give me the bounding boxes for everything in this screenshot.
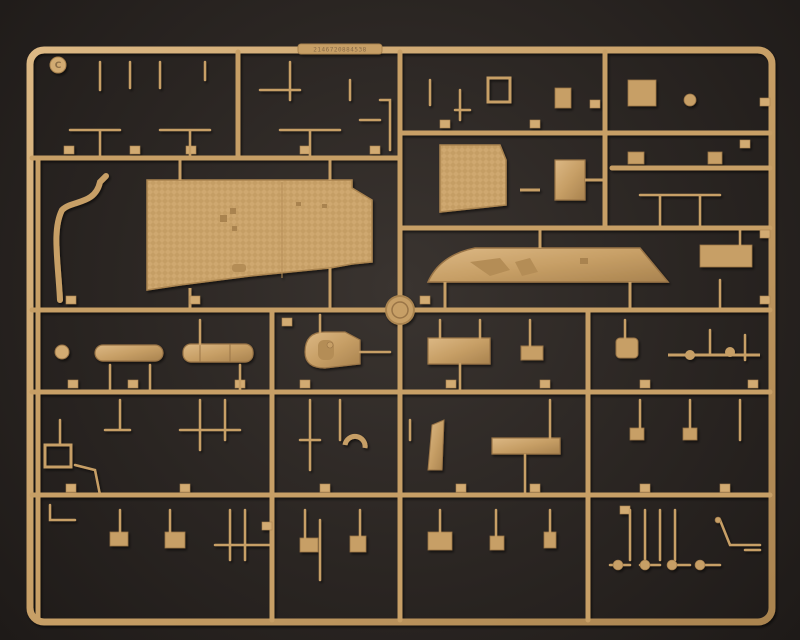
hull-plate [146,179,373,291]
sprue-letter: C [55,61,62,71]
sprue-code-text: 2146720884538 [313,47,366,54]
vertical-runners [35,49,608,623]
small-knobs [326,341,722,571]
connector-gates [48,60,762,582]
part-number-tabs [63,97,771,531]
small-detail-parts [43,76,753,553]
angled-plates [342,419,561,471]
sprue-tree: 2146720884538 C [26,43,776,626]
sprue-code-plate [297,43,383,55]
exhaust-pipe-part [53,173,109,303]
center-hub [385,295,415,325]
hatch-part [439,144,605,213]
oval-part [304,331,361,369]
hull-plate-gates [178,158,332,310]
horizontal-runners [29,130,773,498]
fender-part [426,247,670,283]
sprue-letter-disc [49,56,67,74]
cylinder-parts [54,343,254,363]
